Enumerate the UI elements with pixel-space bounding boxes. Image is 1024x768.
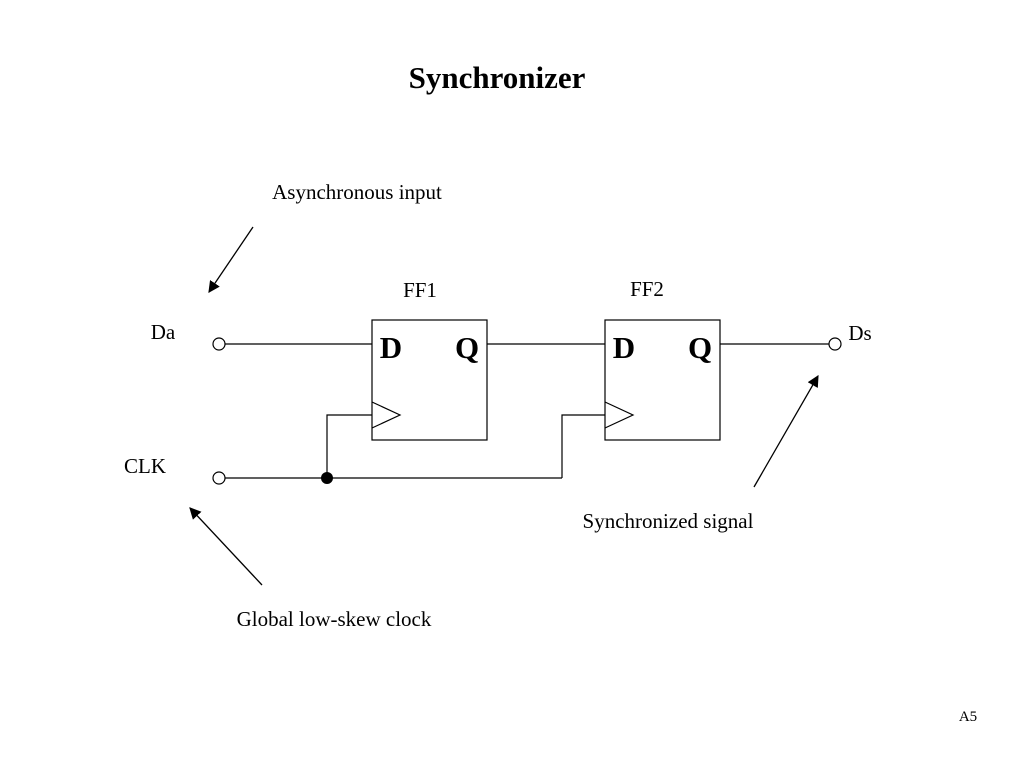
slide-title: Synchronizer [409, 60, 586, 95]
ff1-block: D Q [371, 319, 488, 441]
input-terminal [212, 337, 226, 351]
ff2-box [604, 319, 721, 441]
clock-port-label: CLK [124, 454, 166, 478]
global-clock-annotation: Global low-skew clock [237, 607, 432, 631]
async-input-arrow [208, 226, 254, 293]
ff1-clock-branch [326, 414, 372, 478]
output-port-label: Ds [848, 321, 871, 345]
ff1-clock-triangle [371, 401, 402, 429]
ff1-d-pin: D [380, 330, 402, 365]
ff2-clock-triangle [604, 401, 635, 429]
input-port-label: Da [151, 320, 176, 344]
ff2-d-pin: D [613, 330, 635, 365]
async-input-annotation: Asynchronous input [272, 180, 442, 204]
global-clock-arrow [189, 507, 263, 586]
page-number: A5 [959, 709, 977, 725]
ff2-block: D Q [604, 319, 721, 441]
ff2-q-pin: Q [688, 330, 712, 365]
ff2-clock-branch [561, 414, 605, 478]
clock-junction-dot [321, 472, 333, 484]
clock-terminal [212, 471, 226, 485]
ff1-box [371, 319, 488, 441]
output-terminal [828, 337, 842, 351]
ff1-name: FF1 [403, 278, 437, 302]
sync-signal-arrow [753, 374, 819, 488]
ff2-name: FF2 [630, 277, 664, 301]
sync-signal-annotation: Synchronized signal [583, 509, 754, 533]
ff1-q-pin: Q [455, 330, 479, 365]
